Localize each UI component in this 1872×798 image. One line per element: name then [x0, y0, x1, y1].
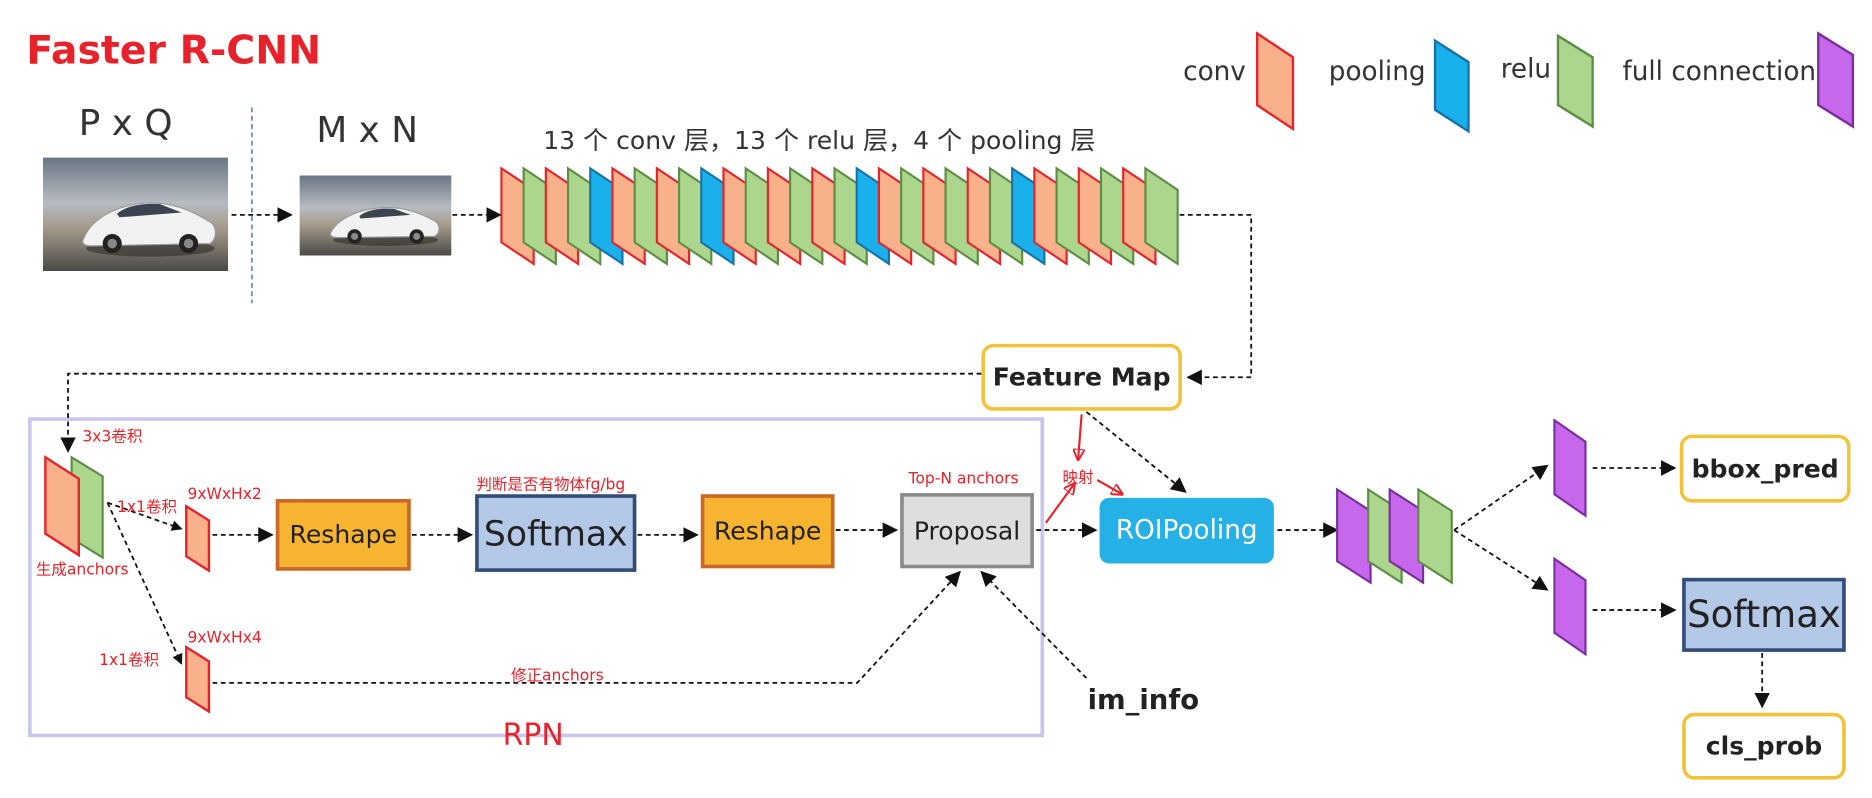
- cls-prob-box: cls_prob: [1682, 712, 1846, 780]
- rpn-conv-layer: [44, 455, 80, 558]
- legend-conv-swatch: [1255, 31, 1295, 132]
- relu-layer-2: [1417, 487, 1453, 585]
- legend-relu-swatch: [1556, 33, 1594, 129]
- red-arrow-map-proposal: [1044, 484, 1075, 524]
- label-1x1-conv-bottom: 1x1卷积: [99, 651, 160, 670]
- label-fg-bg: 判断是否有物体fg/bg: [476, 476, 626, 495]
- arrow-fc-to-cls-branch: [1453, 529, 1549, 591]
- arrow-rpn-to-reg: [106, 502, 183, 665]
- rpn-label: RPN: [502, 717, 564, 753]
- legend-fc-label: full connection: [1622, 57, 1817, 88]
- label-9xwxhx4: 9xWxHx4: [187, 629, 262, 648]
- arrow-rpn-to-cls: [107, 501, 183, 531]
- im-info-label: im_info: [1087, 685, 1200, 717]
- fc-layer-2: [1388, 487, 1425, 585]
- backbone-label: 13 个 conv 层，13 个 relu 层，4 个 pooling 层: [543, 126, 1096, 156]
- red-arrow-map-down: [1078, 414, 1082, 459]
- backbone-relu-layer: [1144, 166, 1179, 266]
- softmax-box-rpn: Softmax: [475, 494, 637, 572]
- red-arrow-map-roi: [1096, 479, 1122, 494]
- backbone-layer-stack: [500, 166, 1179, 266]
- input-image-mn: [299, 175, 452, 256]
- bbox-pred-box: bbox_pred: [1679, 434, 1851, 503]
- input-size-mn: M x N: [316, 109, 419, 152]
- feature-map-box: Feature Map: [981, 343, 1182, 411]
- input-size-pq: P x Q: [78, 102, 173, 145]
- label-3x3-conv: 3x3卷积: [82, 428, 143, 447]
- reshape-box-2: Reshape: [700, 494, 835, 569]
- arrow-iminfo-to-proposal: [980, 570, 1088, 679]
- arrow-reg-to-proposal: [212, 570, 961, 684]
- label-top-n-anchors: Top-N anchors: [908, 470, 1019, 489]
- proposal-box: Proposal: [900, 493, 1034, 569]
- arrow-featuremap-to-roi: [1085, 411, 1187, 493]
- fc-layer-1: [1336, 487, 1372, 585]
- fc-cls-branch: [1553, 556, 1587, 657]
- legend-fc-swatch: [1817, 31, 1855, 129]
- label-gen-anchors: 生成anchors: [35, 561, 129, 580]
- input-image-pq: [42, 157, 229, 272]
- rpn-cls-conv: [185, 504, 211, 573]
- label-1x1-conv-top: 1x1卷积: [117, 499, 177, 517]
- rpn-reg-conv: [185, 644, 211, 714]
- reshape-box-1: Reshape: [275, 499, 411, 571]
- fc-bbox-branch: [1553, 418, 1587, 518]
- arrow-backbone-to-featuremap: [1179, 214, 1253, 386]
- roi-pooling-box: ROIPooling: [1099, 497, 1274, 564]
- label-correct-anchors: 修正anchors: [510, 667, 604, 686]
- legend-pooling-swatch: [1433, 38, 1470, 134]
- legend-relu-label: relu: [1500, 54, 1552, 85]
- softmax-box-head: Softmax: [1682, 577, 1846, 652]
- label-9xwxhx2: 9xWxHx2: [187, 485, 262, 504]
- legend-conv-label: conv: [1183, 57, 1246, 88]
- label-mapping: 映射: [1062, 469, 1094, 488]
- rpn-frame: [28, 417, 1045, 738]
- legend-pooling-label: pooling: [1328, 57, 1426, 88]
- arrow-featuremap-to-rpn: [60, 372, 982, 453]
- diagram-title: Faster R-CNN: [26, 26, 322, 73]
- arrow-fc-to-bbox-branch: [1453, 464, 1549, 531]
